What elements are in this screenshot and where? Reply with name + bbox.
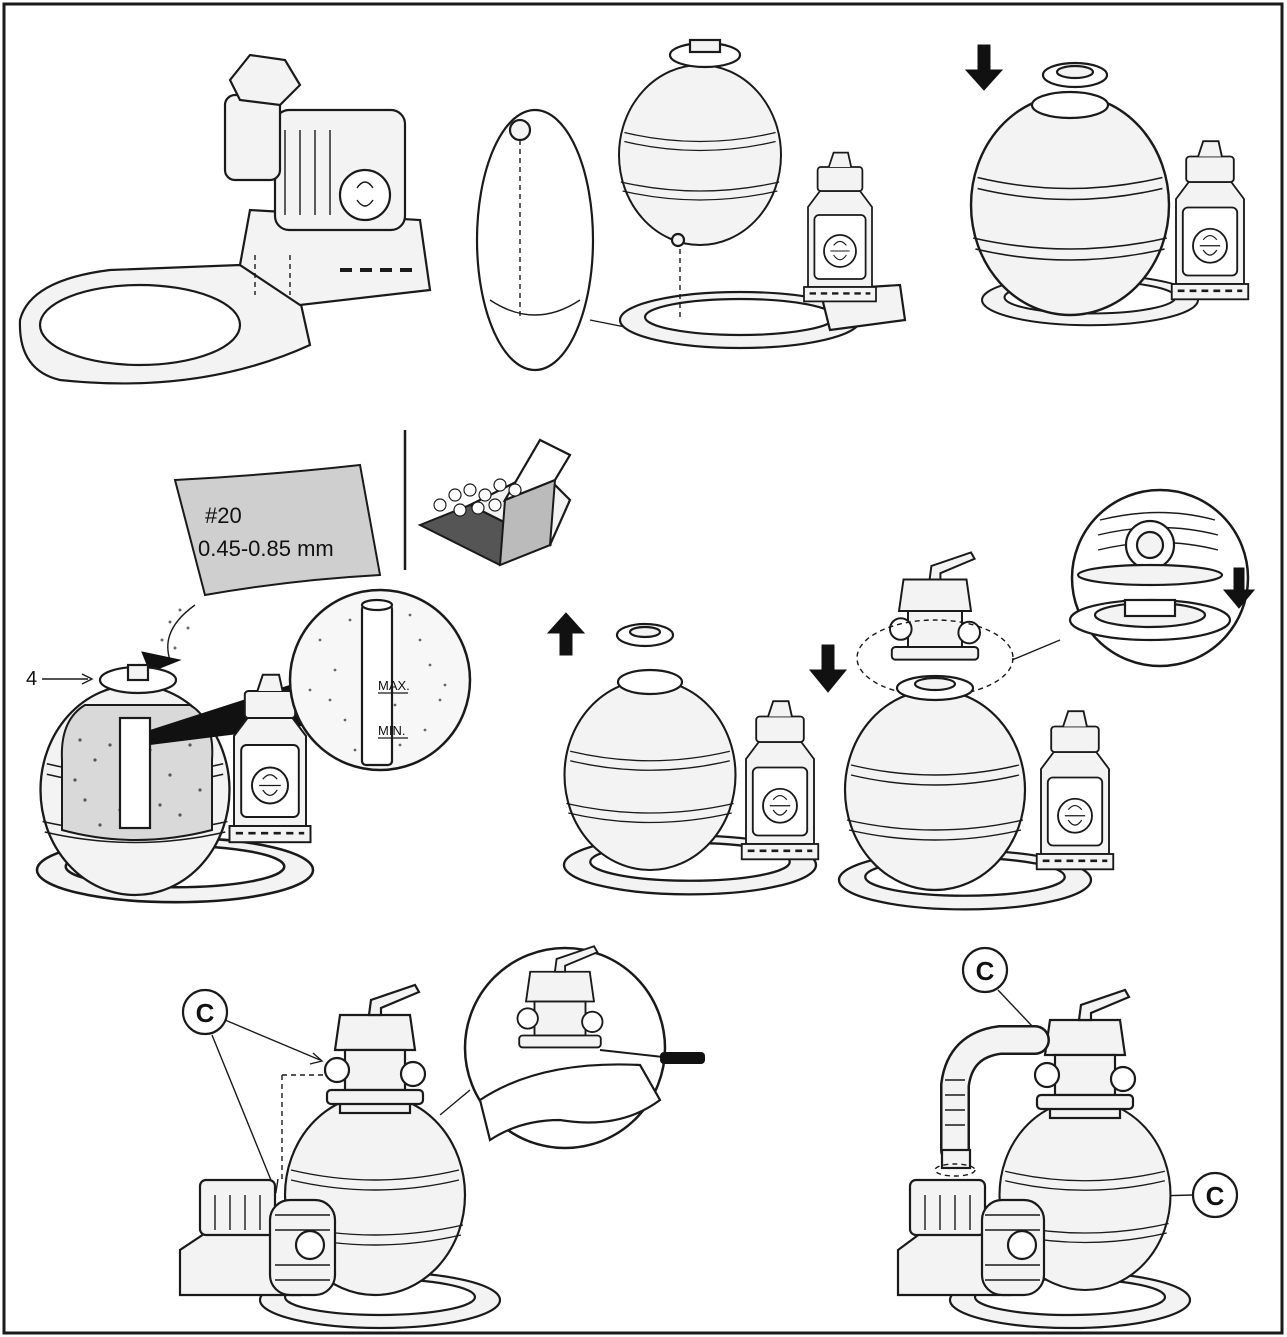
- arrow-down-icon: [808, 644, 848, 693]
- collar-zoom: [439, 945, 705, 1150]
- arrow-down-small-icon: [1222, 567, 1256, 609]
- part-number-label: 4: [26, 668, 37, 690]
- step-pump-on-base: [18, 53, 432, 385]
- step-remove-collar: [546, 612, 820, 896]
- max-level-label: MAX.: [378, 678, 410, 693]
- sand-grade-label: #20: [205, 503, 242, 528]
- min-level-label: MIN.: [378, 723, 405, 738]
- callout-c-top-label: C: [976, 956, 995, 986]
- zoom-oval-left: [475, 108, 595, 372]
- step-install-valve: [808, 488, 1256, 911]
- step-insert-collar: [964, 44, 1250, 327]
- callout-c-bottom-label: C: [1206, 1181, 1225, 1211]
- step-connect-hose: C C: [896, 946, 1239, 1330]
- sand-size-label: 0.45-0.85 mm: [198, 536, 334, 561]
- callout-c-left-label: C: [196, 998, 215, 1028]
- arrow-down-icon: [964, 44, 1004, 91]
- step-fill-sand: 4: [26, 651, 315, 904]
- step-tank-on-base: [475, 38, 907, 372]
- sand-level-zoom: MAX. MIN.: [288, 588, 472, 772]
- step-connect-valve: C: [178, 983, 502, 1330]
- callout-c-top: [961, 946, 1009, 994]
- sand-bag: #20 0.45-0.85 mm: [160, 463, 382, 661]
- arrow-up-icon: [546, 612, 586, 656]
- filter-media-box: [417, 438, 572, 567]
- callout-c-left: [181, 988, 229, 1036]
